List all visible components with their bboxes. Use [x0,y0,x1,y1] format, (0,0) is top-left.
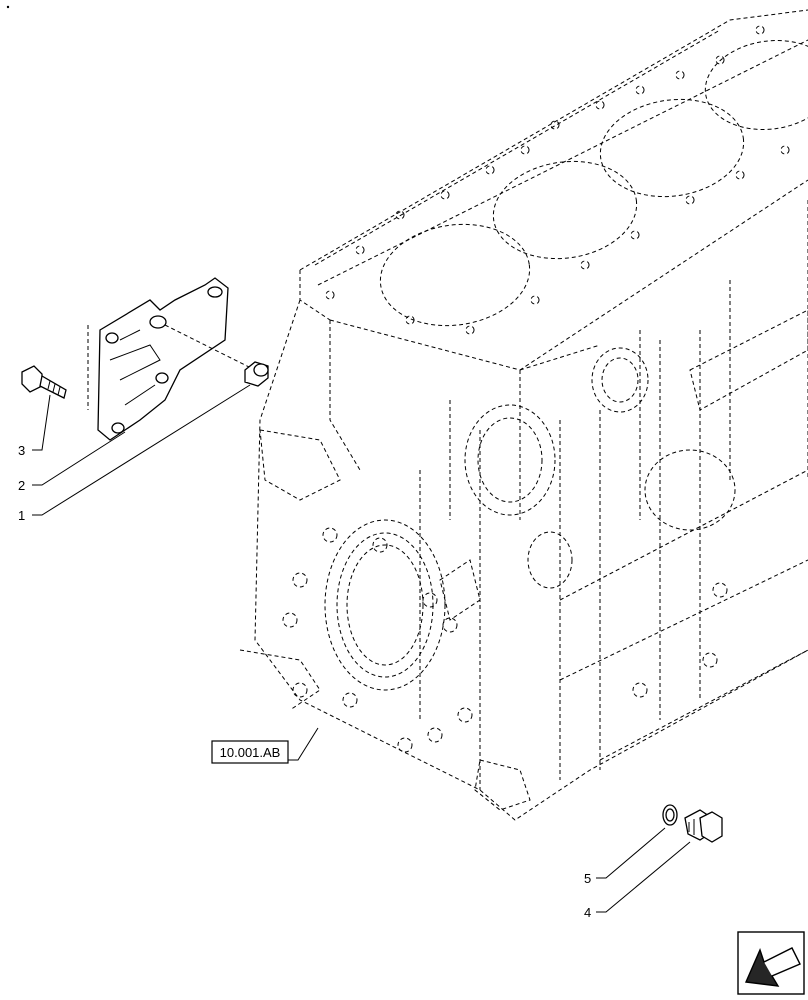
bracket-part-2 [87,277,256,441]
corner-mark [6,5,10,9]
reference-label-box[interactable]: 10.001.AB [211,740,289,764]
leader-lines [32,384,691,913]
plug-part-4 [684,809,723,843]
callout-3: 3 [18,443,25,458]
spacer-part-1 [244,361,269,387]
arrow-back-icon[interactable] [737,931,805,995]
callout-2: 2 [18,478,25,493]
engine-block-outline [239,9,808,821]
callout-1: 1 [18,508,25,523]
callout-5: 5 [584,871,591,886]
bolt-part-3 [21,365,67,399]
reference-label: 10.001.AB [220,745,281,760]
washer-part-5 [662,804,678,826]
callout-4: 4 [584,905,591,920]
